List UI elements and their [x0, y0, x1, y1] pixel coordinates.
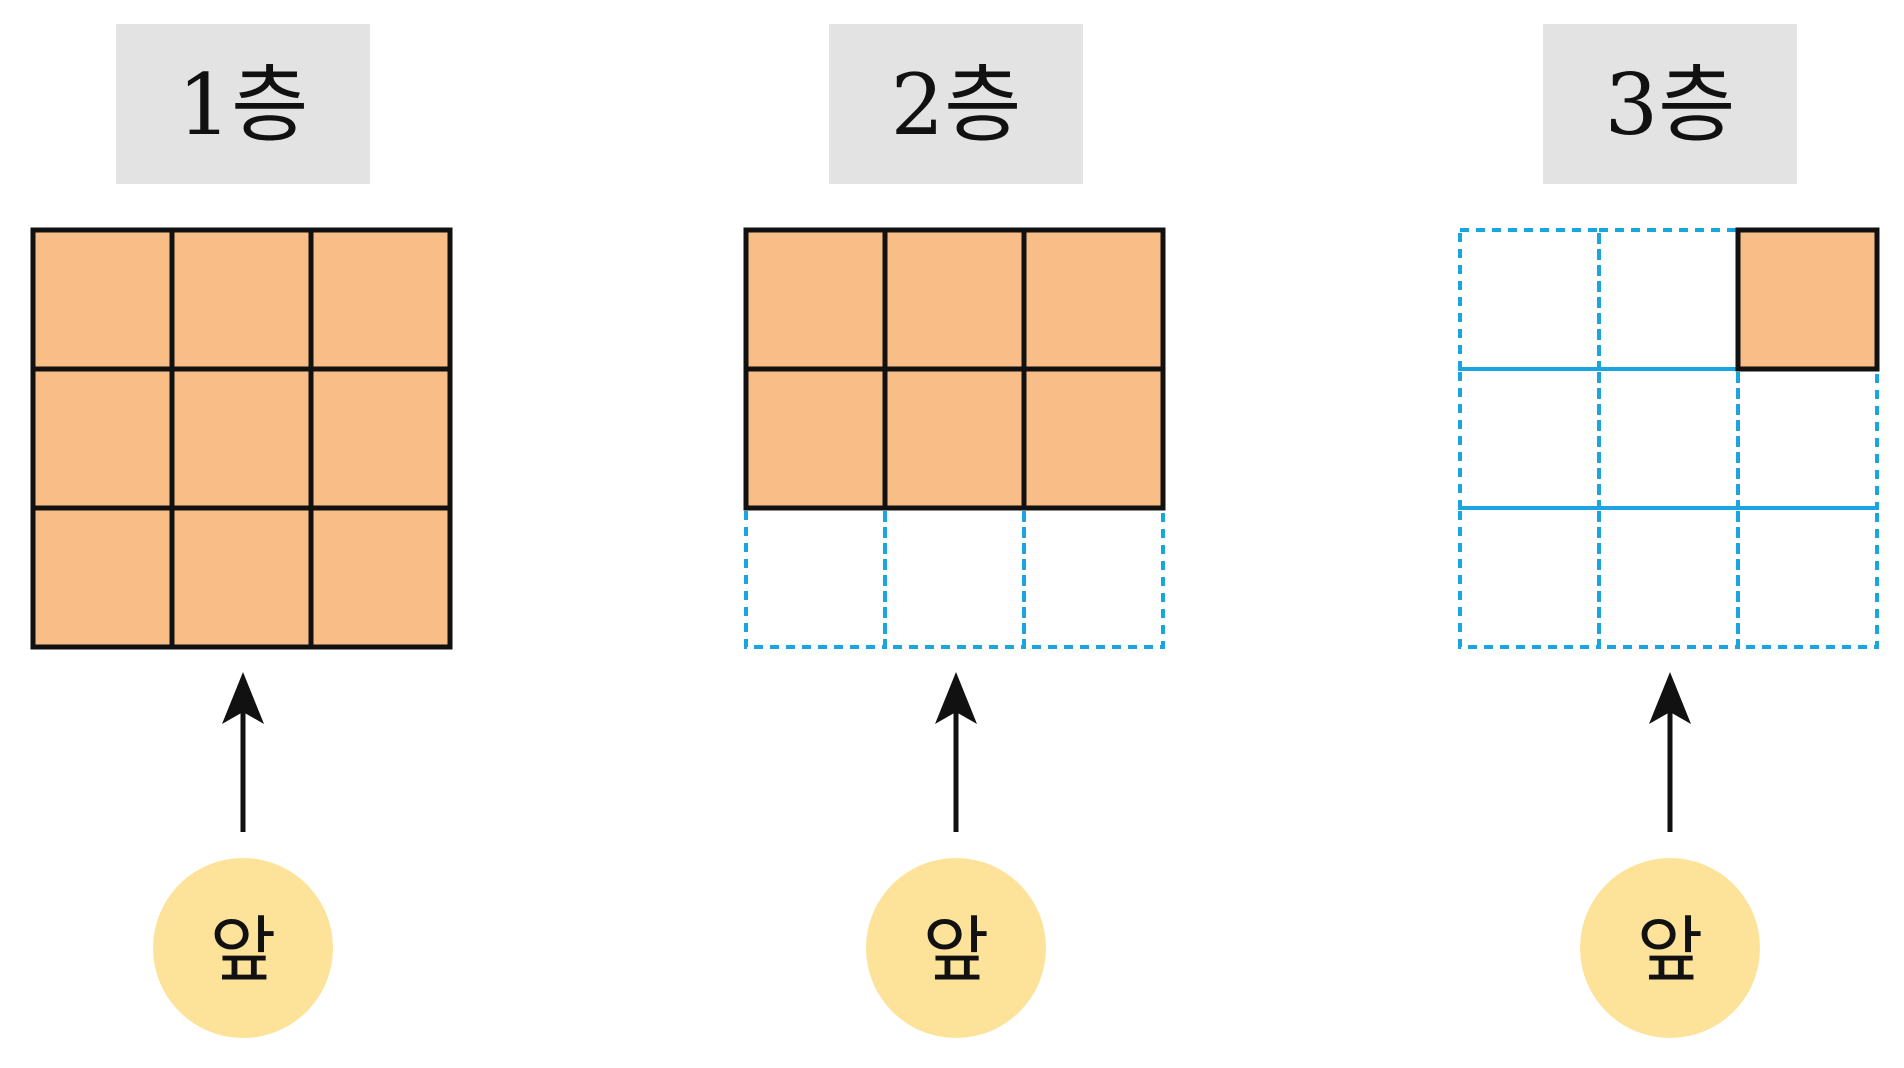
filled-cube-cell: [308, 366, 453, 511]
layer-3-grid: [1458, 227, 1880, 649]
empty-cell: [1458, 228, 1601, 371]
filled-cube-cell: [743, 366, 888, 511]
empty-cell: [1597, 367, 1740, 510]
filled-cube-cell: [169, 227, 314, 372]
layer-3: 3층 앞: [1458, 24, 1880, 1038]
empty-cell: [744, 506, 887, 649]
layer-2: 2층 앞: [743, 24, 1166, 1038]
filled-cube-cell: [1021, 366, 1166, 511]
layer-2-title: 2층: [891, 56, 1022, 154]
filled-cube-cell: [308, 227, 453, 372]
filled-cube-cell: [882, 366, 1027, 511]
layer-1-front-marker: [153, 858, 333, 1038]
layer-2-front-arrow: [935, 672, 977, 832]
filled-cube-cell: [1021, 227, 1166, 372]
layer-3-front-arrow: [1649, 672, 1691, 832]
layer-1-grid: [30, 227, 453, 650]
layer-2-front-marker: [866, 858, 1046, 1038]
layer-2-grid: [743, 227, 1166, 649]
empty-cell: [1597, 506, 1740, 649]
layer-1: 1층 앞: [30, 24, 453, 1038]
layer-1-title-box: [116, 24, 370, 184]
layer-1-front-label: 앞: [210, 908, 276, 992]
filled-cube-cell: [308, 505, 453, 650]
empty-cell: [1597, 228, 1740, 371]
layer-3-title-box: [1543, 24, 1797, 184]
empty-cell: [1736, 506, 1879, 649]
layer-3-front-label: 앞: [1637, 908, 1703, 992]
layer-1-front-arrow: [222, 672, 264, 832]
filled-cube-cell: [30, 505, 175, 650]
arrow-head: [935, 672, 977, 724]
layer-2-title-box: [829, 24, 1083, 184]
empty-cell: [1022, 506, 1165, 649]
arrow-head: [1649, 672, 1691, 724]
filled-cube-cell: [1735, 227, 1880, 372]
layer-3-title: 3층: [1605, 56, 1736, 154]
filled-cube-cell: [882, 227, 1027, 372]
empty-cell: [1458, 506, 1601, 649]
layer-1-title: 1층: [178, 56, 309, 154]
empty-cell: [1458, 367, 1601, 510]
filled-cube-cell: [30, 366, 175, 511]
filled-cube-cell: [169, 505, 314, 650]
filled-cube-cell: [743, 227, 888, 372]
empty-cell: [883, 506, 1026, 649]
layer-2-front-label: 앞: [923, 908, 989, 992]
filled-cube-cell: [169, 366, 314, 511]
layer-3-front-marker: [1580, 858, 1760, 1038]
arrow-head: [222, 672, 264, 724]
filled-cube-cell: [30, 227, 175, 372]
empty-cell: [1736, 367, 1879, 510]
